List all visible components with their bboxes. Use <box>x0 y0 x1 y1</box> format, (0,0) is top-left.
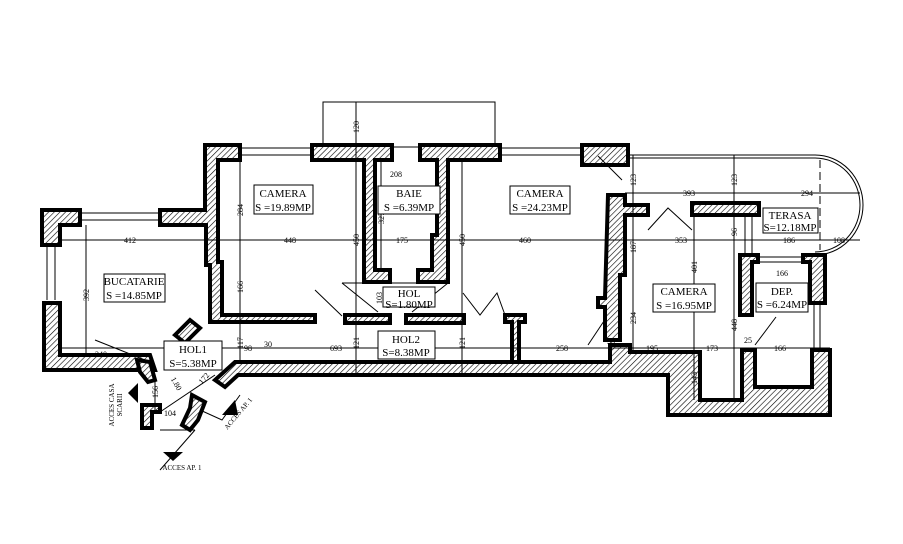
dim: 240 <box>95 350 107 359</box>
room-name: HOL <box>398 288 421 300</box>
room-bucatarie-label: BUCATARIE S =14.85MP <box>103 273 166 303</box>
dim: 156 <box>151 386 160 398</box>
dim: 448 <box>284 236 296 245</box>
access-arrow-icon <box>222 400 238 415</box>
dim: 30 <box>264 340 272 349</box>
access-stairs-label: ACCES CASA <box>108 384 116 427</box>
dim: 120 <box>352 121 361 133</box>
access-arrow-icon <box>163 452 183 461</box>
dim: 166 <box>776 269 788 278</box>
room-name: BUCATARIE <box>104 276 165 288</box>
room-hol2-label: HOL2 S=8.38MP <box>377 330 436 360</box>
dim: 123 <box>629 174 638 186</box>
dim: 195 <box>646 344 658 353</box>
room-name: BAIE <box>396 188 422 200</box>
dim: 30 <box>607 337 615 346</box>
dim: 187 <box>629 241 638 253</box>
room-name: CAMERA <box>259 188 306 200</box>
dim: 121 <box>352 337 361 349</box>
dim: 450 <box>352 234 361 246</box>
walls <box>40 143 832 433</box>
door-swings <box>94 155 777 471</box>
dim: 98 <box>244 344 252 353</box>
room-hol1-label: HOL1 S=5.38MP <box>163 340 223 371</box>
room-baie-label: BAIE S =6.39MP <box>377 185 441 215</box>
dim: 117 <box>236 337 245 349</box>
room-dep-label: DEP. S =6.24MP <box>755 282 809 313</box>
dim: 166 <box>236 281 245 293</box>
dim: 186 <box>783 236 795 245</box>
dim: 412 <box>124 236 136 245</box>
room-terasa-label: TERASA S=12.18MP <box>762 207 819 234</box>
dim: 393 <box>683 189 695 198</box>
dim: 96 <box>730 228 739 236</box>
room-area: S =19.89MP <box>255 202 311 214</box>
room-area: S =6.39MP <box>384 202 434 214</box>
dim: 104 <box>164 409 176 418</box>
dim: 693 <box>330 344 342 353</box>
dim: 234 <box>629 312 638 324</box>
room-area: S=1.80MP <box>385 299 432 311</box>
dim: 258 <box>556 344 568 353</box>
room-camera-2-label: CAMERA S =24.23MP <box>509 185 571 215</box>
dim: 294 <box>801 189 813 198</box>
dim: 353 <box>675 236 687 245</box>
dim: 450 <box>458 234 467 246</box>
dim: 284 <box>236 204 245 216</box>
dim: 108 <box>833 236 845 245</box>
room-area: S=12.18MP <box>764 222 817 234</box>
room-name: HOL1 <box>179 344 207 356</box>
access-ap1-bottom-label: ACCES AP. 1 <box>162 464 202 472</box>
access-arrow-icon <box>128 383 138 403</box>
dim: 1.80 <box>169 375 184 392</box>
room-hol-label: HOL S=1.80MP <box>382 286 436 311</box>
room-area: S=8.38MP <box>382 347 429 359</box>
dim: 173 <box>706 344 718 353</box>
access-stairs-label: SCARII <box>116 393 124 417</box>
dim: 208 <box>390 170 402 179</box>
dimension-labels: 412 448 175 460 353 186 108 393 294 120 … <box>82 121 845 418</box>
dimension-lines <box>60 102 860 412</box>
access-markers: ACCES CASA SCARII ACCES AP. 1 ACCES AP. … <box>108 383 254 472</box>
room-name: TERASA <box>769 210 812 222</box>
room-name: HOL2 <box>392 334 420 346</box>
room-name: CAMERA <box>660 286 707 298</box>
dim: 392 <box>82 289 91 301</box>
room-camera-1-label: CAMERA S =19.89MP <box>253 184 314 215</box>
dim: 166 <box>774 344 786 353</box>
room-name: CAMERA <box>516 188 563 200</box>
dim: 327 <box>377 212 386 224</box>
dim: 103 <box>375 292 384 304</box>
dim: 121 <box>458 337 467 349</box>
dim: 123 <box>730 174 739 186</box>
dim: 172 <box>197 371 212 386</box>
room-name: DEP. <box>771 286 794 298</box>
room-area: S =16.95MP <box>656 300 712 312</box>
room-area: S =6.24MP <box>757 299 807 311</box>
dim: 175 <box>396 236 408 245</box>
dim: 460 <box>519 236 531 245</box>
room-camera-3-label: CAMERA S =16.95MP <box>652 283 716 313</box>
dim: 448 <box>730 319 739 331</box>
balcony-outline <box>46 101 582 300</box>
room-area: S=5.38MP <box>169 358 216 370</box>
dim: 143 <box>690 372 699 384</box>
room-area: S =24.23MP <box>512 202 568 214</box>
dim: 401 <box>690 261 699 273</box>
terrace-outline <box>628 154 864 350</box>
dim: 25 <box>744 336 752 345</box>
room-area: S =14.85MP <box>106 290 162 302</box>
